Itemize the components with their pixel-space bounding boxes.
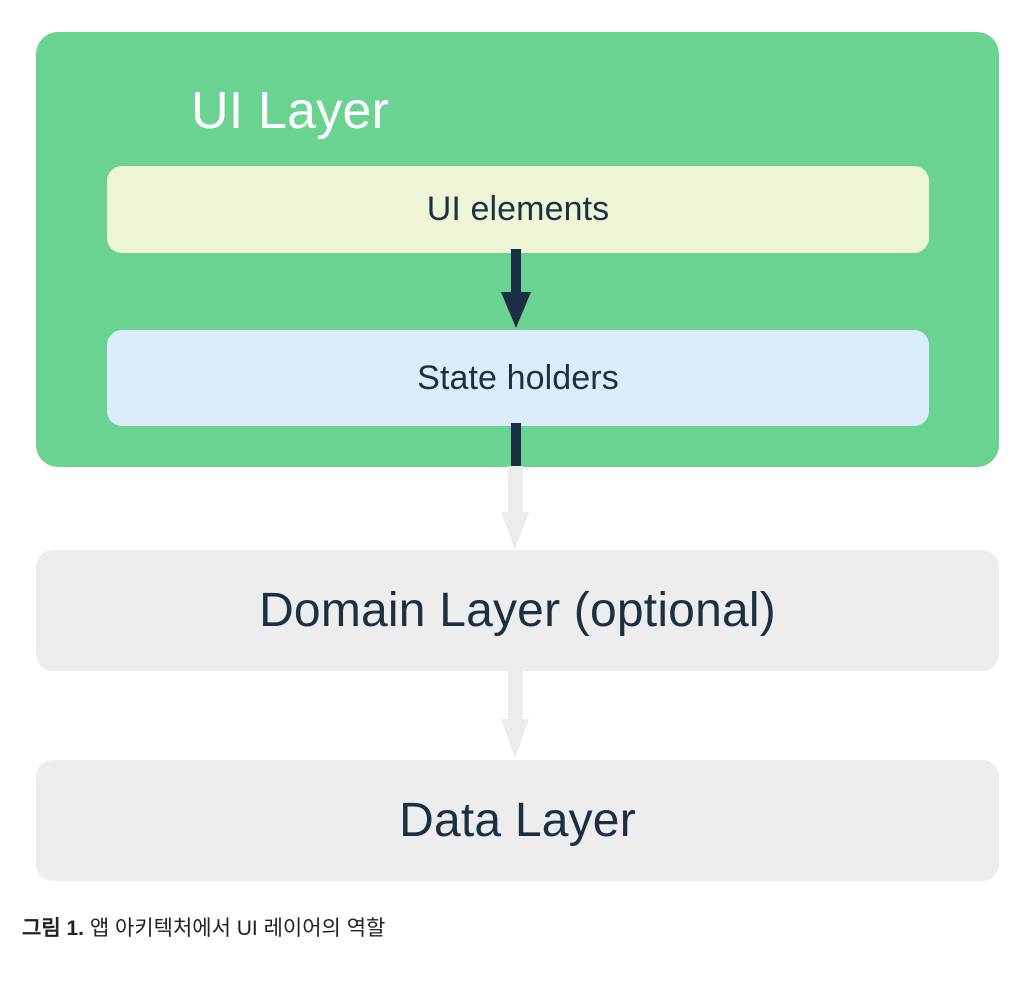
arrow-shaft-state-holders-stub: [511, 423, 521, 469]
state-holders-card: State holders: [107, 330, 929, 426]
arrow-head-icon: [501, 512, 529, 549]
arrow-shaft: [508, 670, 523, 720]
data-layer-card: Data Layer: [36, 760, 999, 881]
ui-layer-title: UI Layer: [191, 82, 390, 140]
state-holders-label: State holders: [417, 358, 619, 397]
arrow-shaft: [508, 466, 523, 514]
figure-caption-label: 그림 1.: [22, 917, 84, 940]
figure-caption: 그림 1. 앱 아키텍처에서 UI 레이어의 역할: [22, 913, 385, 945]
domain-layer-label: Domain Layer (optional): [259, 584, 776, 637]
data-layer-label: Data Layer: [399, 794, 636, 847]
arrow-head-icon: [501, 719, 529, 758]
arrow-shaft: [511, 249, 521, 297]
arrow-head-icon: [501, 292, 531, 328]
ui-elements-label: UI elements: [426, 190, 610, 228]
domain-layer-card: Domain Layer (optional): [36, 550, 999, 671]
ui-elements-card: UI elements: [107, 166, 929, 253]
figure-caption-text: 앱 아키텍처에서 UI 레이어의 역할: [84, 917, 386, 940]
